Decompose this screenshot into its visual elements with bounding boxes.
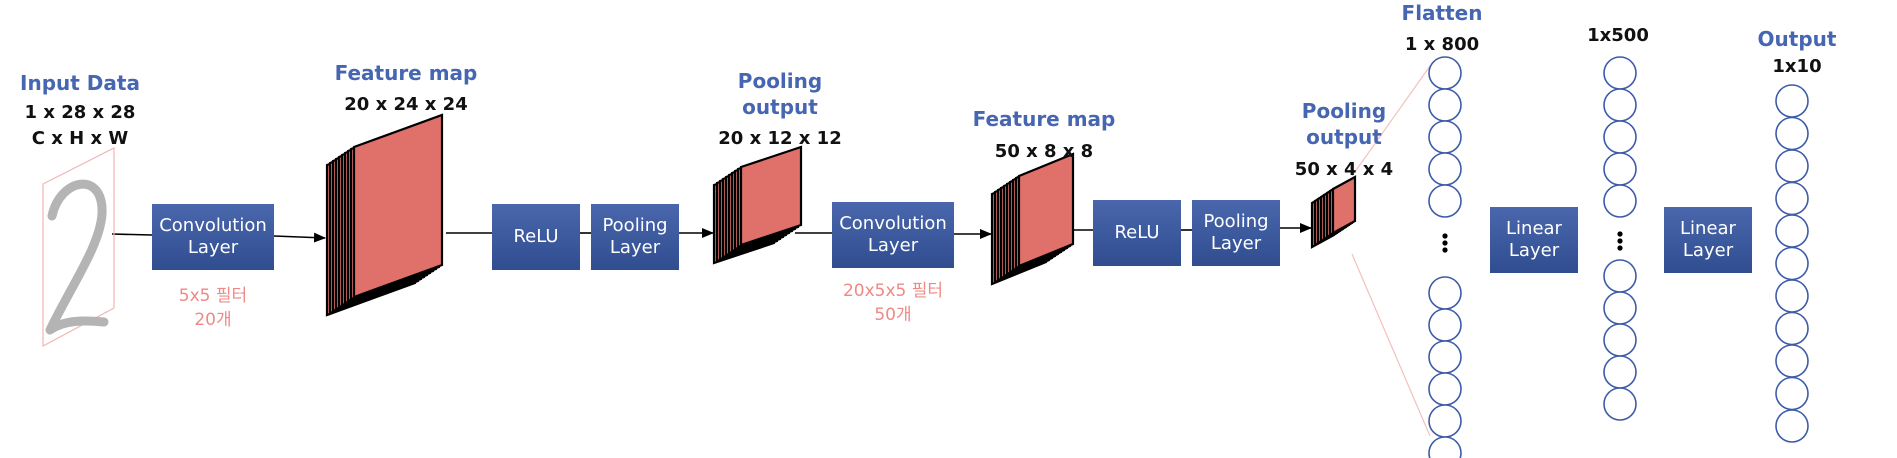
- linear1-label: Linear Layer: [1506, 218, 1562, 261]
- hidden-ellipsis-dot: [1617, 245, 1623, 251]
- fmap1-shape: 20 x 24 x 24: [344, 94, 468, 115]
- hidden-neuron: [1603, 120, 1637, 154]
- hidden-ellipsis-dot: [1617, 238, 1623, 244]
- pout2-stack: [1310, 175, 1357, 249]
- hidden-neuron: [1603, 291, 1637, 325]
- output-neuron: [1775, 84, 1809, 118]
- fmap2-shape: 50 x 8 x 8: [994, 141, 1094, 162]
- pout2-shape: 50 x 4 x 4: [1294, 159, 1394, 180]
- fmap2-stack-slice: [1017, 152, 1075, 268]
- handwritten-digit: [45, 179, 109, 335]
- output-neuron: [1775, 409, 1809, 443]
- pout1-title-line1: Pooling: [737, 69, 823, 93]
- pool2-label: Pooling Layer: [1203, 211, 1269, 254]
- conv2-label: Convolution Layer: [839, 213, 947, 256]
- conv1-label: Convolution Layer: [159, 215, 267, 258]
- conv2-note-line2: 50개: [874, 305, 912, 325]
- fmap2-stack: [990, 152, 1075, 286]
- neuron-columns: [1428, 56, 1809, 458]
- fmap2-title: Feature map: [972, 107, 1116, 131]
- fmap1-title: Feature map: [334, 61, 478, 85]
- input-shape: 1 x 28 x 28: [24, 102, 136, 123]
- linear2-label: Linear Layer: [1680, 218, 1736, 261]
- hidden-neuron: [1603, 259, 1637, 293]
- linear2-layer-box: Linear Layer: [1664, 207, 1752, 273]
- output-neuron: [1775, 376, 1809, 411]
- hidden-shape: 1x500: [1587, 25, 1649, 46]
- hidden-neuron: [1603, 387, 1637, 421]
- output-neuron: [1775, 246, 1809, 281]
- pout1-shape: 20 x 12 x 12: [718, 128, 842, 149]
- pout2-title-line2: output: [1306, 125, 1382, 149]
- flatten-neuron: [1428, 184, 1462, 218]
- output-title: Output: [1757, 27, 1837, 51]
- flatten-neuron: [1428, 120, 1462, 154]
- pool1-label: Pooling Layer: [602, 215, 668, 258]
- feature-stacks: [325, 113, 1357, 317]
- linear1-layer-box: Linear Layer: [1490, 207, 1578, 273]
- hidden-neuron: [1603, 88, 1637, 122]
- relu2-layer-box: ReLU: [1093, 200, 1181, 266]
- pool1-layer-box: Pooling Layer: [591, 204, 679, 270]
- flatten-neuron: [1428, 340, 1462, 374]
- output-shape: 1x10: [1772, 56, 1822, 77]
- flatten-neuron: [1428, 372, 1462, 406]
- output-neuron: [1775, 279, 1809, 313]
- pout2-stack-slice: [1331, 175, 1357, 235]
- relu2-label: ReLU: [1114, 222, 1160, 243]
- conv1-note-line1: 5x5 필터: [178, 286, 248, 306]
- fmap1-stack-slice: [352, 113, 444, 299]
- pout1-title-line2: output: [742, 95, 818, 119]
- hidden-neuron: [1603, 355, 1637, 389]
- hidden-neuron: [1603, 323, 1637, 357]
- flatten-shape: 1 x 800: [1404, 34, 1480, 55]
- conv2-layer-box: Convolution Layer: [832, 202, 954, 268]
- output-neuron: [1775, 311, 1809, 346]
- conv1-note-line2: 20개: [194, 310, 232, 330]
- hidden-neuron: [1603, 184, 1637, 218]
- flatten-neuron: [1428, 436, 1462, 458]
- input-axes: C x H x W: [31, 128, 129, 149]
- flatten-neuron: [1428, 276, 1462, 310]
- flatten-ellipsis: [1442, 233, 1448, 253]
- flatten-neuron: [1428, 308, 1462, 342]
- flatten-neuron: [1428, 88, 1462, 122]
- output-neuron: [1775, 214, 1809, 248]
- output-neuron: [1775, 344, 1809, 378]
- output-neuron: [1775, 181, 1809, 216]
- hidden-neuron: [1603, 152, 1637, 186]
- conv1-layer-box: Convolution Layer: [152, 204, 274, 270]
- output-neuron: [1775, 149, 1809, 183]
- pout1-stack-slice: [739, 145, 803, 247]
- flatten-ellipsis-dot: [1442, 240, 1448, 246]
- hidden-neuron: [1603, 56, 1637, 90]
- input-title: Input Data: [20, 71, 140, 95]
- flatten-neuron: [1428, 56, 1462, 90]
- flatten-fan-top: [1351, 65, 1431, 177]
- flatten-ellipsis-dot: [1442, 247, 1448, 253]
- input-image-frame: [42, 147, 115, 348]
- pout2-title-line1: Pooling: [1301, 99, 1387, 123]
- relu1-label: ReLU: [513, 226, 559, 247]
- connectors: [111, 65, 1431, 437]
- flatten-ellipsis-dot: [1442, 233, 1448, 239]
- conv2-note-line1: 20x5x5 필터: [842, 281, 944, 301]
- relu1-layer-box: ReLU: [492, 204, 580, 270]
- output-neuron: [1775, 116, 1809, 151]
- flatten-fan-bottom: [1351, 253, 1431, 437]
- flatten-neuron: [1428, 404, 1462, 438]
- hidden-ellipsis-dot: [1617, 231, 1623, 237]
- arrow-input-to-conv1: [111, 233, 153, 236]
- arrow-conv1-to-fmap1: [273, 232, 326, 243]
- hidden-ellipsis: [1617, 231, 1623, 251]
- pout1-stack: [712, 145, 803, 265]
- flatten-title: Flatten: [1401, 1, 1483, 25]
- flatten-neuron: [1428, 152, 1462, 186]
- pool2-layer-box: Pooling Layer: [1192, 200, 1280, 266]
- fmap1-stack: [325, 113, 444, 317]
- input-image: [42, 147, 115, 348]
